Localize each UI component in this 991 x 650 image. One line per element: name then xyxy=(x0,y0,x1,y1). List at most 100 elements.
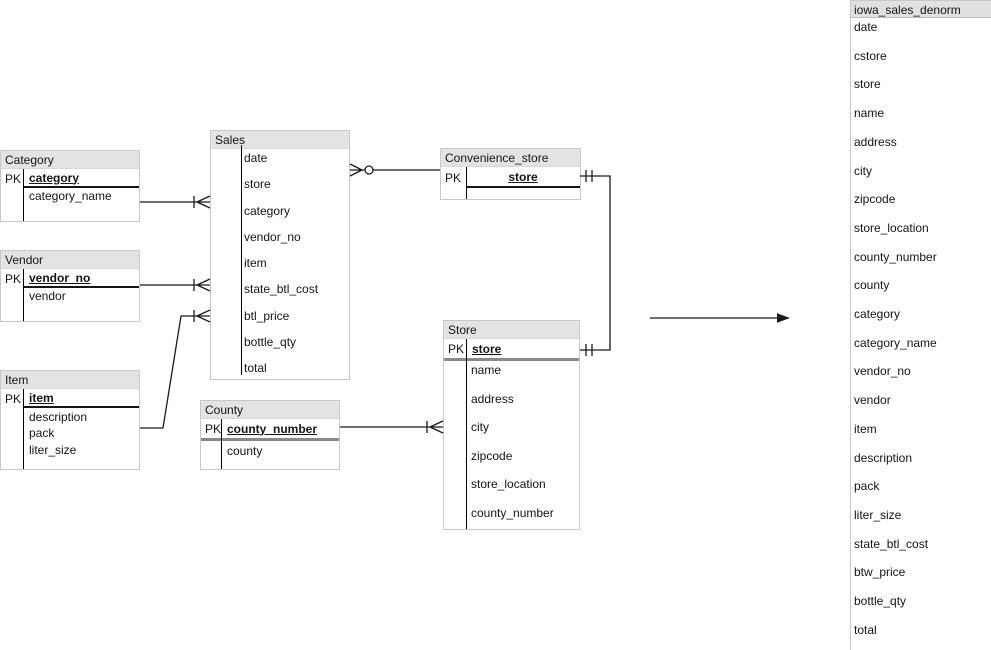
field-label: pack xyxy=(29,426,55,441)
rel-category-sales[interactable] xyxy=(140,195,211,209)
entity-title: Sales xyxy=(211,131,349,149)
field-label: vendor_no xyxy=(854,364,911,379)
rel-vendor-sales[interactable] xyxy=(140,278,211,292)
field-label: category xyxy=(244,203,291,218)
field-label: btw_price xyxy=(854,565,906,580)
entity-body: PK county_number county xyxy=(201,419,339,469)
field-label: address xyxy=(854,134,897,149)
field-label: state_btl_cost xyxy=(854,536,929,551)
field-label: vendor_no xyxy=(244,229,301,244)
field-label: store xyxy=(244,177,271,192)
pk-row: PK item xyxy=(1,389,139,408)
entity-title: County xyxy=(201,401,339,419)
pk-label: PK xyxy=(445,170,462,185)
field-label: total xyxy=(244,361,267,376)
pk-row: PK category xyxy=(1,169,139,188)
pk-field: store xyxy=(472,341,502,356)
field-label: state_btl_cost xyxy=(244,282,319,297)
field-label: description xyxy=(854,450,913,465)
pk-column-divider xyxy=(466,167,467,199)
field-label: zipcode xyxy=(854,192,896,207)
pk-field: county_number xyxy=(227,421,318,436)
field-label: date xyxy=(854,20,878,34)
entity-title: Store xyxy=(444,321,579,339)
entity-title: iowa_sales_denorm xyxy=(851,0,991,18)
field-label: store_location xyxy=(471,477,546,492)
pk-column-divider xyxy=(221,419,222,469)
pk-label: PK xyxy=(5,271,22,286)
field-label: county xyxy=(227,444,263,458)
pk-column-divider xyxy=(23,389,24,469)
field-label: category_name xyxy=(29,189,112,203)
field-label: date xyxy=(244,151,268,165)
pk-column-divider xyxy=(23,269,24,321)
field-label: county_number xyxy=(471,505,554,520)
pk-row: PK store xyxy=(444,339,579,361)
pk-label: PK xyxy=(5,391,22,406)
field-label: description xyxy=(29,410,88,424)
field-label: category xyxy=(854,307,901,322)
pk-field: category xyxy=(23,169,139,188)
field-label: zipcode xyxy=(471,448,513,463)
field-list: vendor xyxy=(1,288,139,304)
field-label: liter_size xyxy=(854,507,902,522)
pk-row: PK vendor_no xyxy=(1,269,139,288)
field-list: county xyxy=(201,443,339,459)
entity-category[interactable]: Category PK category category_name xyxy=(0,150,140,222)
field-label: name xyxy=(854,106,885,121)
pk-label: PK xyxy=(448,341,465,356)
field-list: date cstore store name address city zipcode sto… xyxy=(851,13,991,644)
pk-field: item xyxy=(23,389,139,408)
field-label: city xyxy=(854,163,872,178)
field-label: bottle_qty xyxy=(854,594,907,609)
entity-body: PK store xyxy=(441,167,580,199)
field-label: btl_price xyxy=(244,308,290,323)
field-label: category_name xyxy=(854,335,937,350)
pk-label: PK xyxy=(5,171,22,186)
entity-store[interactable]: Store PK store name address city zipcode sto… xyxy=(443,320,580,530)
field-label: city xyxy=(471,420,489,435)
entity-convenience-store[interactable]: Convenience_store PK store xyxy=(440,148,581,200)
field-list: category_name xyxy=(1,188,139,204)
entity-iowa-sales-denorm[interactable]: iowa_sales_denorm date cstore store name add… xyxy=(850,0,991,650)
field-label: address xyxy=(471,391,514,406)
entity-title: Item xyxy=(1,371,139,389)
field-label: name xyxy=(471,363,502,377)
field-label: pack xyxy=(854,479,880,494)
entity-county[interactable]: County PK county_number county xyxy=(200,400,340,470)
field-label: vendor xyxy=(854,393,891,408)
entity-body: PK vendor_no vendor xyxy=(1,269,139,321)
entity-vendor[interactable]: Vendor PK vendor_no vendor xyxy=(0,250,140,322)
pk-row: PK store xyxy=(441,167,580,188)
entity-body: date cstore store name address city zipcode sto… xyxy=(851,13,991,645)
field-label: county_number xyxy=(854,249,937,264)
field-label: store xyxy=(854,77,881,92)
rel-sales-convenience-store[interactable] xyxy=(349,163,440,177)
entity-body: PK store name address city zipcode store_loc… xyxy=(444,339,579,529)
field-label: cstore xyxy=(854,48,887,63)
field-label: liter_size xyxy=(29,442,77,457)
field-label: total xyxy=(854,622,877,637)
entity-title: Convenience_store xyxy=(441,149,580,167)
entity-body: PK category category_name xyxy=(1,169,139,221)
field-label: vendor xyxy=(29,289,66,303)
rel-county-store[interactable] xyxy=(340,420,444,434)
pk-column-divider xyxy=(23,169,24,221)
denorm-arrow-icon xyxy=(650,313,790,323)
pk-field: store xyxy=(466,167,580,188)
field-label: item xyxy=(854,421,877,436)
rel-convenience-store-store[interactable] xyxy=(580,170,611,356)
pk-label: PK xyxy=(205,421,222,436)
pk-field: vendor_no xyxy=(23,269,139,288)
field-label: county xyxy=(854,278,890,293)
entity-title: Category xyxy=(1,151,139,169)
field-label: store_location xyxy=(854,220,929,235)
